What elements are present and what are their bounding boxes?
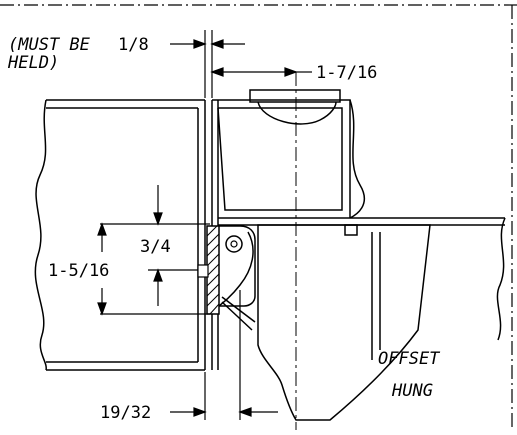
pivot-link-1 xyxy=(221,296,256,323)
label-pivot-height: 3/4 xyxy=(140,237,171,257)
dim-vertical xyxy=(97,185,210,316)
label-overall-height: 1-5/16 xyxy=(48,261,109,281)
hardware-housing xyxy=(219,225,256,307)
pivot-pin-center xyxy=(230,240,238,248)
door-leaf xyxy=(34,99,206,371)
border-lines xyxy=(0,4,517,430)
label-offset-width: 1-7/16 xyxy=(316,63,377,83)
arrow-right xyxy=(284,67,298,77)
arrow-right xyxy=(210,39,224,49)
arrow-left xyxy=(193,407,207,417)
dim-top-gap xyxy=(170,30,245,98)
frame-head xyxy=(211,89,506,370)
arrow-3-4-bottom xyxy=(153,268,163,282)
right-break-line xyxy=(496,217,506,341)
dim-bottom-gap xyxy=(170,290,278,420)
note-held: HELD) xyxy=(7,53,59,73)
label-top-gap: 1/8 xyxy=(118,35,149,55)
pivot-curve xyxy=(257,101,337,125)
label-bottom-gap: 19/32 xyxy=(100,403,151,423)
door-break-line xyxy=(34,99,47,371)
arrow-1-5-16-top xyxy=(97,222,107,236)
caption-hung: HUNG xyxy=(391,381,433,401)
arrow-left xyxy=(193,39,207,49)
set-screw xyxy=(197,264,209,278)
pivot-header-block xyxy=(249,89,341,103)
hardware-hatch xyxy=(206,225,220,315)
caption-offset: OFFSET xyxy=(378,349,441,369)
pivot-swing-arc xyxy=(213,231,254,311)
frame-outline xyxy=(212,99,351,218)
dim-offset-width xyxy=(210,67,312,77)
arrow-1-5-16-bottom xyxy=(97,302,107,316)
arrow-3-4-top xyxy=(153,212,163,226)
pivot-hardware xyxy=(197,225,256,315)
pivot-arm xyxy=(213,224,431,421)
arrow-right xyxy=(238,407,252,417)
frame-inner xyxy=(217,107,343,211)
arm-body xyxy=(257,224,431,421)
note-must-be: (MUST BE xyxy=(8,35,91,55)
arrow-left xyxy=(210,67,224,77)
small-block xyxy=(344,224,358,236)
frame-break-line xyxy=(349,99,366,219)
